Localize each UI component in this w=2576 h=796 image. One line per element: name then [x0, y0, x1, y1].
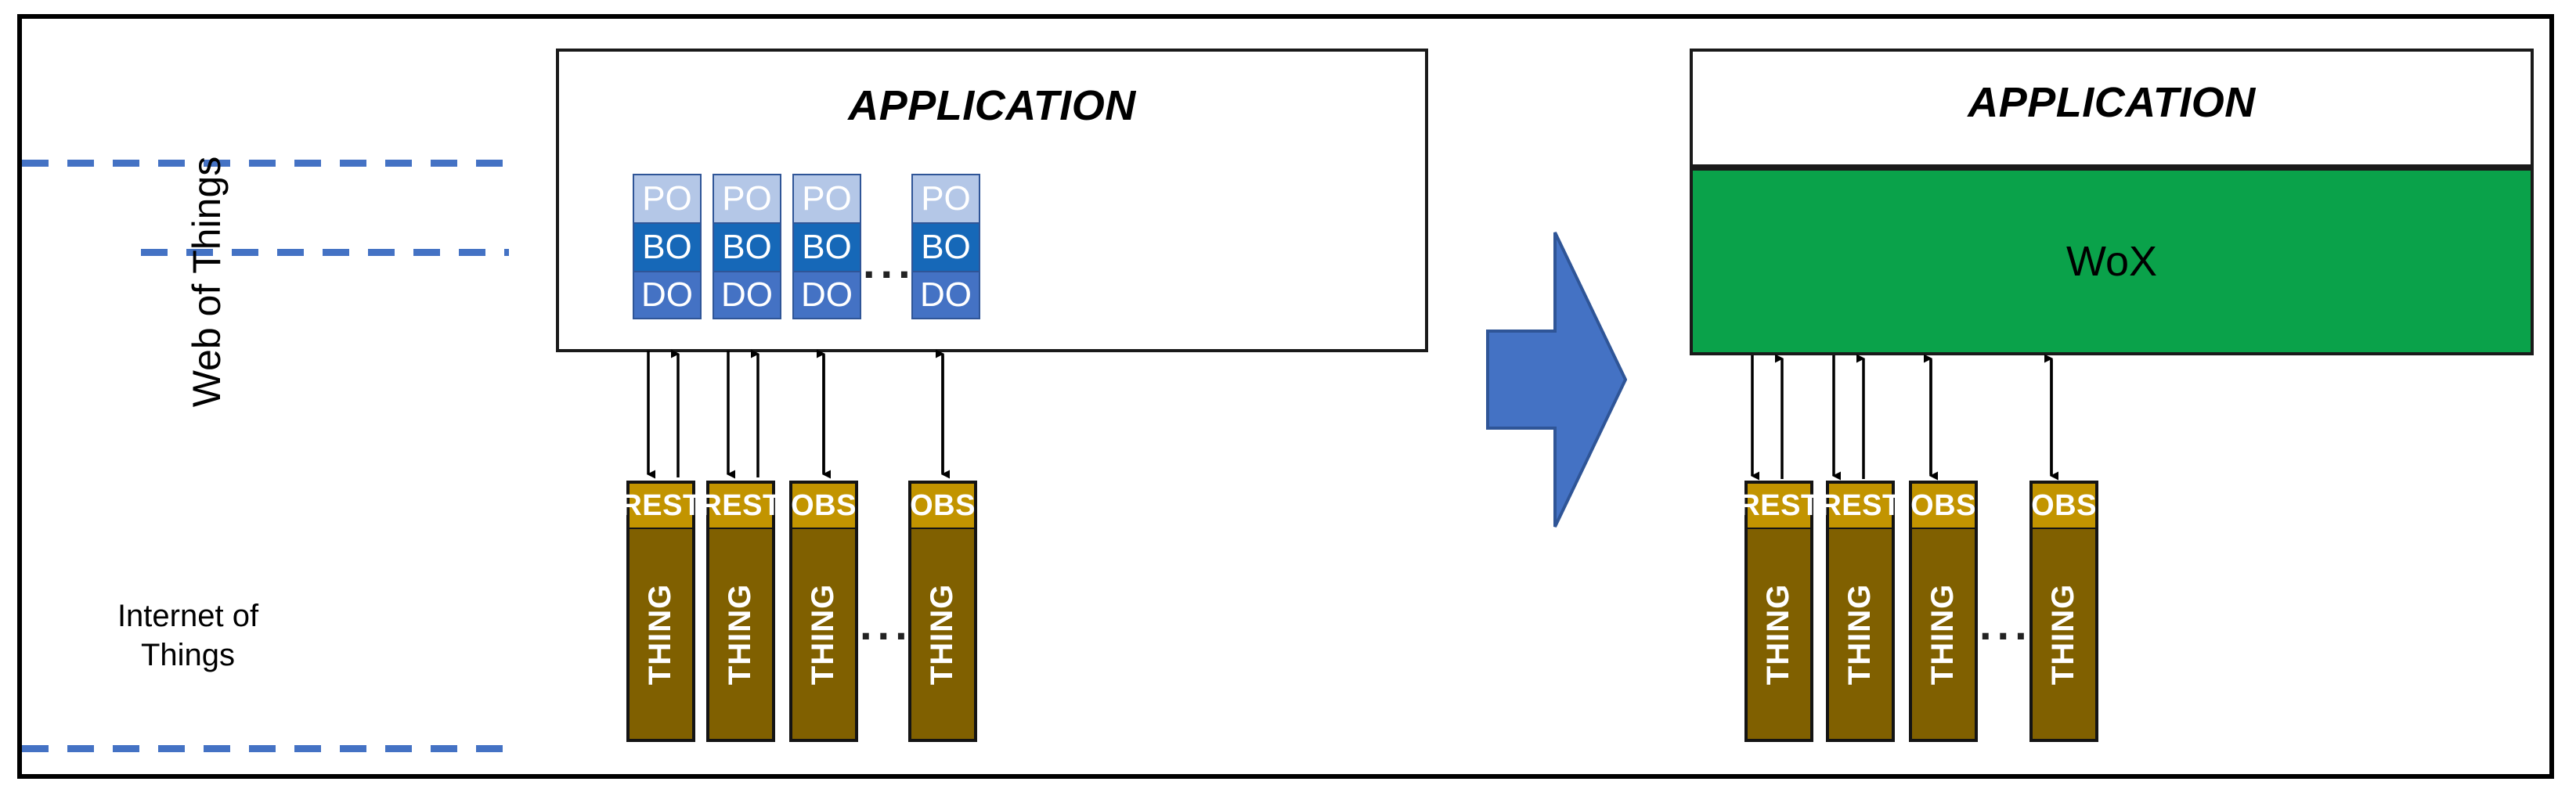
object-cell-do: DO [713, 271, 781, 319]
thing-stack-1: REST THING [1738, 481, 1819, 742]
thing-body-label: THING [1761, 583, 1796, 685]
object-cell-do: DO [792, 271, 861, 319]
thing-body: THING [908, 529, 977, 742]
thing-stack-3: OBS THING [1909, 481, 1978, 742]
wox-label: WoX [2065, 238, 2158, 285]
thing-stack-1: REST THING [620, 481, 701, 742]
object-stack-1: PO BO DO [633, 174, 702, 319]
internet-of-things-line1: Internet of [117, 599, 259, 633]
internet-of-things-line2: Things [140, 638, 236, 673]
thing-stack-2: REST THING [1820, 481, 1900, 742]
left-connector-arrows [647, 349, 950, 479]
thing-stack-2: REST THING [700, 481, 781, 742]
object-cell-bo: BO [911, 222, 980, 271]
right-connector-arrows [1751, 354, 2058, 481]
object-cell-po: PO [792, 174, 861, 222]
thing-stack-4: OBS THING [908, 481, 977, 742]
thing-body: THING [626, 529, 695, 742]
object-stack-3: PO BO DO [792, 174, 861, 319]
thing-stack-4: OBS THING [2029, 481, 2098, 742]
thing-body-label: THING [1842, 583, 1878, 685]
thing-body-label: THING [643, 583, 678, 685]
object-cell-po: PO [713, 174, 781, 222]
object-cell-do: DO [911, 271, 980, 319]
web-of-things-text: Web of Things [185, 156, 229, 408]
dashed-divider-middle [141, 249, 509, 256]
thing-body-label: THING [806, 583, 841, 685]
thing-stack-ellipsis: ... [860, 600, 913, 649]
web-of-things-label: Web of Things [36, 55, 229, 408]
object-cell-bo: BO [713, 222, 781, 271]
thing-body: THING [1826, 529, 1895, 742]
thing-body: THING [1744, 529, 1813, 742]
object-stack-ellipsis: ... [863, 238, 916, 287]
thing-body-label: THING [2046, 583, 2081, 685]
thing-body: THING [2029, 529, 2098, 742]
thing-interface-label: REST [620, 481, 701, 529]
thing-body: THING [706, 529, 775, 742]
right-application-box: APPLICATION [1690, 49, 2534, 167]
dashed-divider-bottom [22, 745, 509, 752]
thing-body-label: THING [925, 583, 960, 685]
dashed-divider-top [22, 160, 509, 167]
object-stack-2: PO BO DO [713, 174, 781, 319]
transition-arrow-icon [1486, 232, 1627, 528]
thing-stack-3: OBS THING [789, 481, 858, 742]
thing-body: THING [1909, 529, 1978, 742]
thing-interface-label: REST [1820, 481, 1900, 529]
object-cell-po: PO [633, 174, 702, 222]
thing-body-label: THING [1925, 583, 1961, 685]
wox-middleware-box: WoX [1690, 167, 2534, 355]
object-stack-4: PO BO DO [911, 174, 980, 319]
object-cell-bo: BO [633, 222, 702, 271]
internet-of-things-label: Internet of Things [94, 596, 282, 675]
thing-stack-ellipsis: ... [1979, 600, 2033, 649]
thing-interface-label: REST [1738, 481, 1819, 529]
right-application-title: APPLICATION [1968, 79, 2256, 126]
thing-interface-label: OBS [1909, 481, 1978, 529]
thing-interface-label: OBS [789, 481, 858, 529]
thing-body-label: THING [723, 583, 758, 685]
thing-interface-label: OBS [2029, 481, 2098, 529]
object-cell-bo: BO [792, 222, 861, 271]
left-application-title: APPLICATION [848, 82, 1136, 129]
object-cell-do: DO [633, 271, 702, 319]
thing-interface-label: REST [700, 481, 781, 529]
object-cell-po: PO [911, 174, 980, 222]
thing-interface-label: OBS [908, 481, 977, 529]
thing-body: THING [789, 529, 858, 742]
